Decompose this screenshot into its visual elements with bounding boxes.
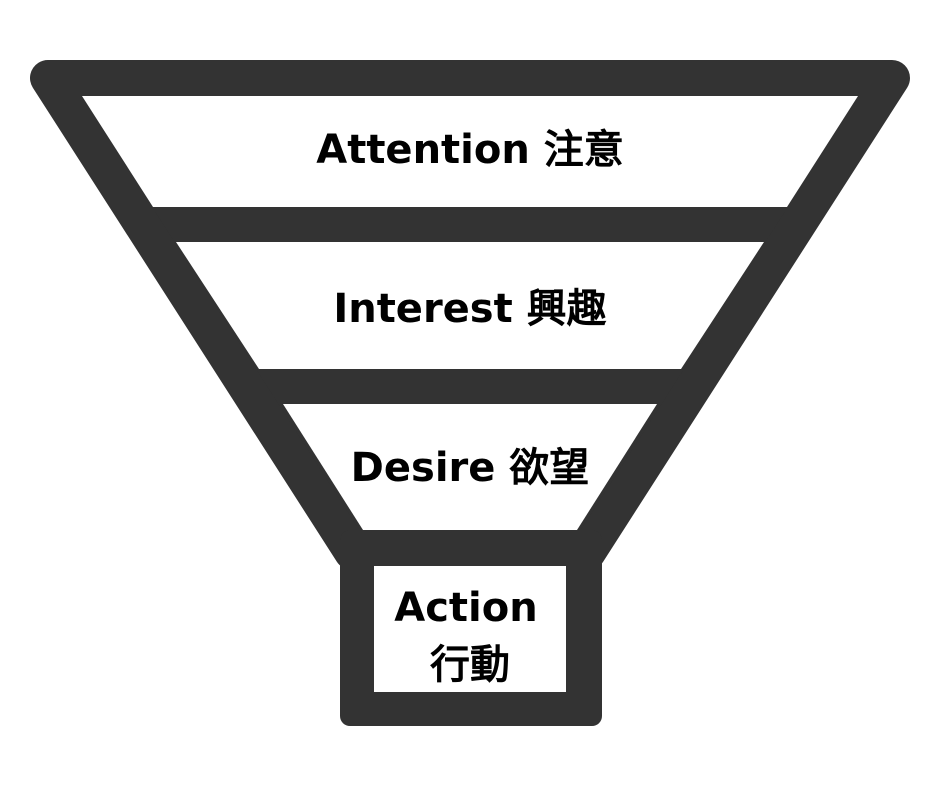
label-attention: Attention 注意 (316, 127, 624, 173)
label-action-line2: 行動 (430, 642, 510, 688)
label-action-line1: Action (394, 585, 537, 631)
stage-band-desire (283, 404, 657, 530)
stage-band-attention (82, 96, 858, 207)
stage-box-action (374, 566, 566, 692)
stage-band-interest (176, 242, 764, 369)
label-desire: Desire 欲望 (351, 445, 590, 491)
label-interest: Interest 興趣 (333, 286, 606, 332)
